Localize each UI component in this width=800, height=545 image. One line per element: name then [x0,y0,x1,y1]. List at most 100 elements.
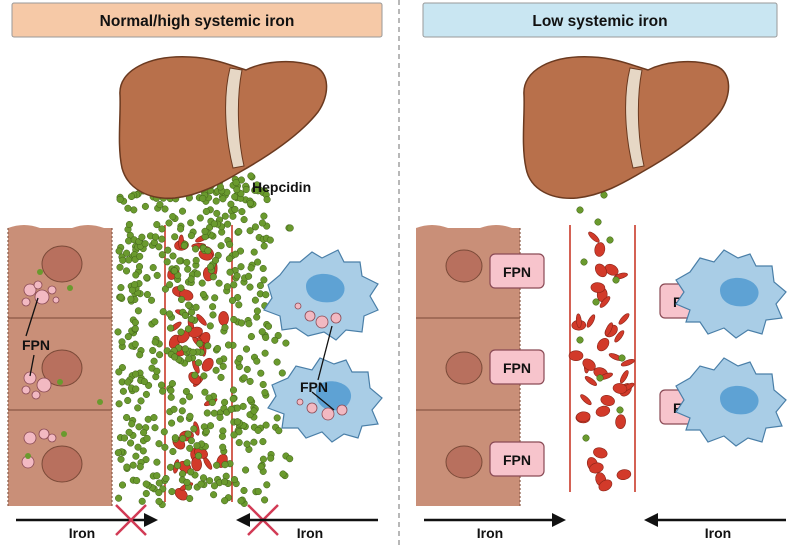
red-blood-cell [593,447,608,459]
hepcidin-particle [240,374,248,382]
hepcidin-particle [193,270,201,278]
red-blood-cell [594,242,606,257]
hepcidin-particle [193,442,201,450]
hepcidin-particle [116,263,124,271]
hepcidin-particle [199,474,208,482]
hepcidin-particle [250,248,258,256]
hepcidin-particle [120,434,129,442]
hepcidin-particle [114,328,122,336]
hepcidin-particle [259,264,267,273]
hepcidin-particle [199,290,207,299]
hepcidin-particle [257,369,265,377]
red-blood-cell [589,462,604,474]
hepcidin-particle [201,388,209,396]
hepcidin-particle [282,339,290,347]
hepcidin-particle [246,283,254,291]
red-blood-cell [604,263,619,276]
red-blood-cell [575,313,582,329]
hepcidin-particle [135,423,143,431]
hepcidin-particle [259,380,267,389]
hepcidin-particle [232,179,240,187]
hepcidin-particle [260,242,268,250]
hepcidin-particle [194,452,203,460]
red-blood-cell [590,282,606,293]
hepcidin-particle [576,336,584,344]
fpn-pointer-line [25,297,39,337]
hepcidin-particle [142,480,150,488]
hepcidin-particle [163,258,171,266]
fpn-label-right-3: FPN [503,452,531,468]
hepcidin-particle [237,497,245,505]
hepcidin-particle [134,404,142,412]
hepcidin-particle [223,283,231,291]
hepcidin-particle [262,421,270,429]
hepcidin-particle [125,256,133,264]
hepcidin-particle [157,381,166,389]
hepcidin-particle [133,477,141,485]
hepcidin-particle [198,279,206,287]
hepcidin-particle [190,425,198,433]
hepcidin-particle [263,196,271,204]
hepcidin-particle [259,455,267,463]
hepcidin-particle [168,488,176,496]
hepcidin-particle [261,349,269,357]
hepcidin-particle [224,341,233,349]
hepcidin-particle [185,393,194,401]
hepcidin-particle [185,355,193,363]
hepcidin-particle [149,264,157,272]
red-blood-cell [618,313,630,325]
hepcidin-particle [271,336,279,344]
hepcidin-particle [127,439,135,447]
hepcidin-particle [127,295,135,303]
red-blood-cell [584,376,597,386]
hepcidin-particle [161,285,169,293]
right-panel-header: Low systemic iron [422,2,778,38]
red-blood-cell [595,405,611,417]
hepcidin-particle [221,212,229,220]
red-blood-cell-icon [568,231,635,492]
hepcidin-particle [279,470,287,478]
hepcidin-particle [246,227,254,235]
hepcidin-particle [143,434,151,442]
hepcidin-particle [250,407,258,415]
iron-vesicles-enterocyte [21,280,60,469]
hepcidin-particle [153,271,161,279]
hepcidin-particle [128,420,136,428]
hepcidin-particle [151,424,159,432]
hepcidin-particle [116,195,124,203]
hepcidin-particle [200,372,208,380]
hepcidin-particle [233,418,241,426]
hepcidin-particle [209,303,217,311]
hepcidin-particle [191,371,199,379]
hepcidin-particle [171,353,179,361]
red-blood-cell [196,314,207,326]
hepcidin-particle [242,185,250,194]
hepcidin-particle [153,472,161,480]
hepcidin-particle [202,207,210,216]
hepcidin-particle [218,432,226,440]
hepcidin-particle [123,413,131,422]
hepcidin-particle [165,219,173,227]
red-blood-cell [615,414,626,429]
hepcidin-particle [125,220,133,229]
macrophage-icon [675,249,787,447]
hepcidin-particle [123,249,131,257]
hepcidin-particle [171,233,179,241]
hepcidin-particle [124,333,132,341]
red-blood-cell [588,231,600,243]
hepcidin-particle [131,325,139,333]
hepcidin-particle [243,440,251,448]
hepcidin-particle [118,338,126,346]
hepcidin-particle [137,397,145,405]
hepcidin-particle [127,192,136,201]
hepcidin-particle [187,437,195,445]
hepcidin-particle [245,272,253,280]
hepcidin-particle [177,284,185,292]
hepcidin-particle [215,357,224,365]
hepcidin-particle [179,435,187,443]
red-blood-cell [568,350,584,362]
hepcidin-particle [161,443,169,451]
hepcidin-particle [166,463,175,471]
ferroportin-transporter-icon [489,253,715,477]
